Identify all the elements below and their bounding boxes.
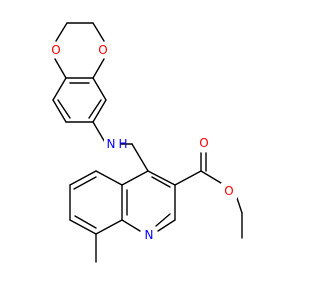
bond — [121, 219, 141, 232]
bond — [54, 58, 67, 79]
bond — [151, 176, 171, 188]
bond — [55, 22, 68, 42]
bond — [174, 170, 202, 186]
amine-nh-atom: N H — [104, 136, 128, 152]
atom-label-n: N — [145, 228, 154, 242]
bond — [155, 213, 171, 227]
atom-label-h: H — [118, 137, 127, 151]
bond — [69, 170, 97, 186]
bond — [92, 121, 107, 145]
ester-oxygen-atom: O — [221, 183, 237, 199]
quinoline-nitrogen-atom: N — [141, 227, 157, 243]
bond — [92, 77, 107, 101]
bond — [92, 22, 105, 42]
atom-label-o: O — [51, 43, 60, 57]
bond — [147, 170, 176, 186]
bond — [92, 99, 107, 123]
atom-label-layer: O O N H O O N — [48, 42, 237, 243]
carbonyl-oxygen-atom: O — [196, 135, 212, 151]
atom-label-n: N — [107, 137, 116, 151]
atom-label-o: O — [98, 43, 107, 57]
bond — [74, 215, 97, 229]
bond — [200, 170, 222, 184]
bond — [236, 197, 243, 214]
bond-layer — [52, 22, 243, 263]
bond — [73, 176, 97, 190]
bond — [52, 99, 67, 123]
atom-label-o: O — [199, 136, 208, 150]
bond — [121, 170, 149, 186]
bond — [69, 219, 97, 235]
bond — [92, 58, 105, 79]
oxygen-atom: O — [48, 42, 64, 58]
bond — [52, 77, 67, 101]
structure-svg: O O N H O O N — [48, 22, 243, 263]
atom-label-o: O — [224, 184, 233, 198]
bond — [57, 99, 71, 119]
bond — [95, 219, 123, 235]
oxygen-atom: O — [95, 42, 111, 58]
molecule-diagram: O O N H O O N — [48, 22, 243, 263]
bond — [95, 170, 123, 186]
bond — [157, 219, 176, 232]
bond — [131, 143, 149, 172]
bond — [88, 99, 102, 119]
